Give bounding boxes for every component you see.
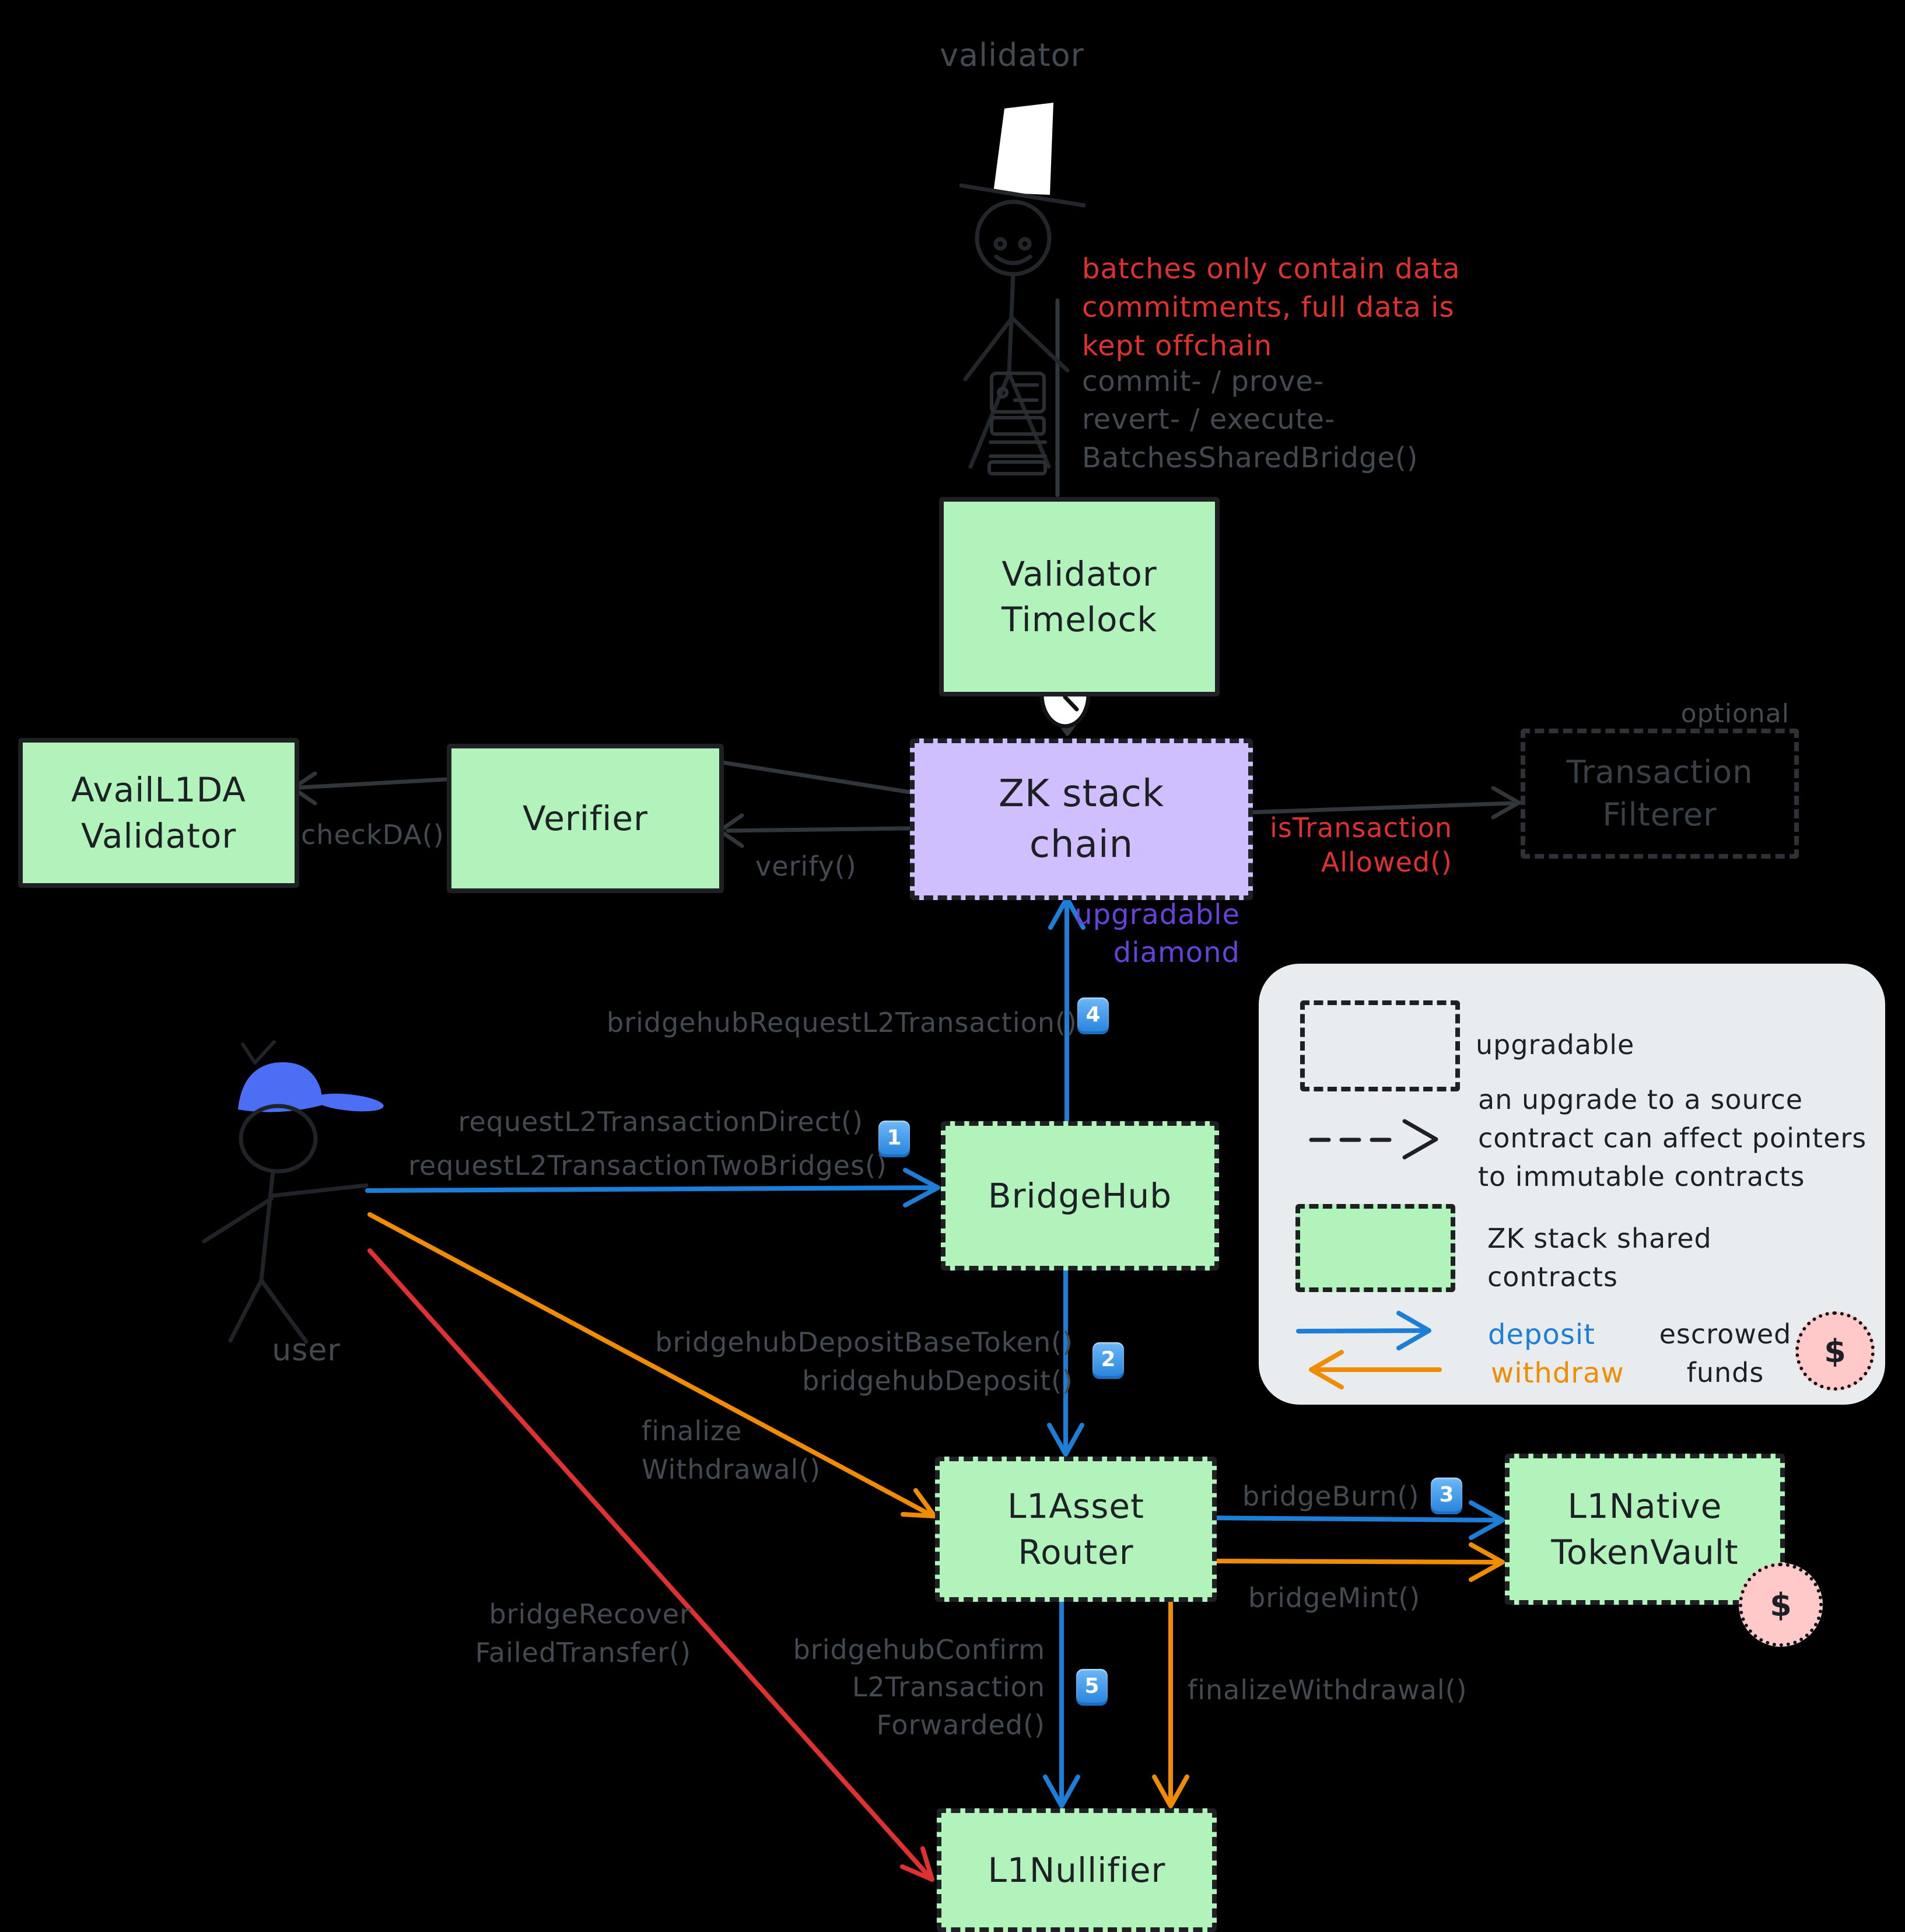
- label-is-transaction-allowed: isTransaction Allowed(): [1270, 812, 1452, 878]
- note-batch-methods: commit- / prove- revert- / execute- Batc…: [1082, 365, 1419, 474]
- legend-upgradable-label: upgradable: [1476, 1029, 1635, 1060]
- label-finalize-withdrawal: finalizeWithdrawal(): [1188, 1674, 1468, 1706]
- label-request-l2: requestL2TransactionDirect() requestL2Tr…: [408, 1106, 887, 1181]
- legend-upgradable-swatch: [1300, 1000, 1460, 1091]
- label-bridge-recover: bridgeRecover FailedTransfer(): [475, 1598, 691, 1669]
- label-bridgehub-deposit: bridgehubDepositBaseToken() bridgehubDep…: [655, 1326, 1073, 1397]
- node-zk-stack-chain: ZK stack chain: [910, 738, 1253, 900]
- legend-escrowed-label: escrowed funds: [1659, 1318, 1792, 1389]
- arrow-router-to-nullifier-confirm: [1043, 1592, 1080, 1808]
- node-label: AvailL1DA Validator: [71, 770, 246, 856]
- arrow-router-to-vault-mint: [1206, 1542, 1505, 1582]
- zk-to-verifier-verify-arrow: [717, 813, 912, 848]
- arrow-user-to-router-finalize: [367, 1212, 937, 1518]
- label-bridge-mint: bridgeMint(): [1248, 1582, 1421, 1614]
- legend-escrow-dollar-icon: $: [1795, 1311, 1875, 1391]
- user-label: user: [272, 1333, 341, 1368]
- node-verifier: Verifier: [447, 744, 724, 893]
- legend-deposit-arrow: [1296, 1311, 1431, 1350]
- label-bridgehub-confirm: bridgehubConfirm L2Transaction Forwarded…: [793, 1634, 1045, 1741]
- validator-hat-icon: [993, 103, 1053, 195]
- dollar-glyph: $: [1824, 1332, 1846, 1370]
- legend-withdraw-label: withdraw: [1491, 1357, 1624, 1390]
- user-cap-brim-icon: [314, 1093, 384, 1112]
- step-badge-4: 4: [1077, 998, 1109, 1031]
- node-label: ZK stack chain: [998, 772, 1165, 866]
- zk-to-filterer-arrow: [1241, 786, 1521, 820]
- legend-withdraw-arrow: [1309, 1350, 1442, 1390]
- legend-shared-swatch: [1295, 1204, 1455, 1292]
- user-figure: [202, 1040, 384, 1344]
- validator-figure: [959, 103, 1086, 469]
- arrow-router-to-vault-burn: [1206, 1500, 1505, 1540]
- user-cap-icon: [238, 1062, 323, 1112]
- label-bridgehub-request: bridgehubRequestL2Transaction(): [607, 1007, 1077, 1038]
- node-l1-native-token-vault: L1Native TokenVault: [1505, 1454, 1785, 1605]
- legend-shared-label: ZK stack shared contracts: [1487, 1223, 1712, 1293]
- laptop-icon: [987, 372, 1047, 475]
- label-optional: optional: [1680, 699, 1790, 729]
- verifier-zk-line: [716, 760, 912, 794]
- step-badge-3: 3: [1431, 1478, 1462, 1511]
- validator-label: validator: [940, 37, 1084, 74]
- node-label: L1Asset Router: [1007, 1486, 1144, 1572]
- label-finalize-withdrawal-user: finalize Withdrawal(): [642, 1415, 821, 1486]
- node-l1-asset-router: L1Asset Router: [935, 1457, 1217, 1602]
- legend-deposit-label: deposit: [1488, 1318, 1595, 1351]
- node-label: L1Native TokenVault: [1551, 1486, 1739, 1572]
- label-verify: verify(): [755, 850, 857, 882]
- node-l1-nullifier: L1Nullifier: [937, 1808, 1217, 1932]
- dollar-glyph: $: [1770, 1586, 1792, 1623]
- vault-escrow-dollar-icon: $: [1739, 1563, 1823, 1647]
- node-avail-l1da-validator: AvailL1DA Validator: [18, 738, 299, 888]
- node-label: L1Nullifier: [987, 1850, 1166, 1890]
- node-label: Transaction Filterer: [1566, 753, 1753, 833]
- legend-upgrade-arrow: [1309, 1119, 1438, 1160]
- node-validator-timelock: Validator Timelock: [939, 497, 1220, 696]
- node-label: Validator Timelock: [1001, 554, 1158, 639]
- legend-upgrade-note: an upgrade to a source contract can affe…: [1478, 1084, 1867, 1193]
- node-label: Verifier: [523, 798, 648, 838]
- note-batches-offchain: batches only contain data commitments, f…: [1082, 253, 1461, 363]
- arrow-router-to-nullifier-withdraw: [1152, 1592, 1189, 1808]
- arrow-user-to-bridgehub: [365, 1168, 940, 1208]
- node-bridgehub: BridgeHub: [941, 1121, 1219, 1270]
- label-upgradable-diamond: upgradable diamond: [1074, 898, 1240, 970]
- step-badge-1: 1: [878, 1121, 910, 1154]
- arrow-bridgehub-to-router: [1047, 1261, 1084, 1457]
- label-checkda: checkDA(): [301, 819, 444, 850]
- node-label: BridgeHub: [987, 1175, 1172, 1216]
- step-badge-2: 2: [1092, 1342, 1124, 1376]
- arrow-user-to-nullifier-recover: [367, 1248, 934, 1882]
- step-badge-5: 5: [1076, 1669, 1108, 1703]
- verifier-to-avail-checkda-arrow: [290, 771, 449, 806]
- node-transaction-filterer: Transaction Filterer: [1521, 729, 1799, 859]
- label-bridge-burn: bridgeBurn(): [1242, 1480, 1420, 1512]
